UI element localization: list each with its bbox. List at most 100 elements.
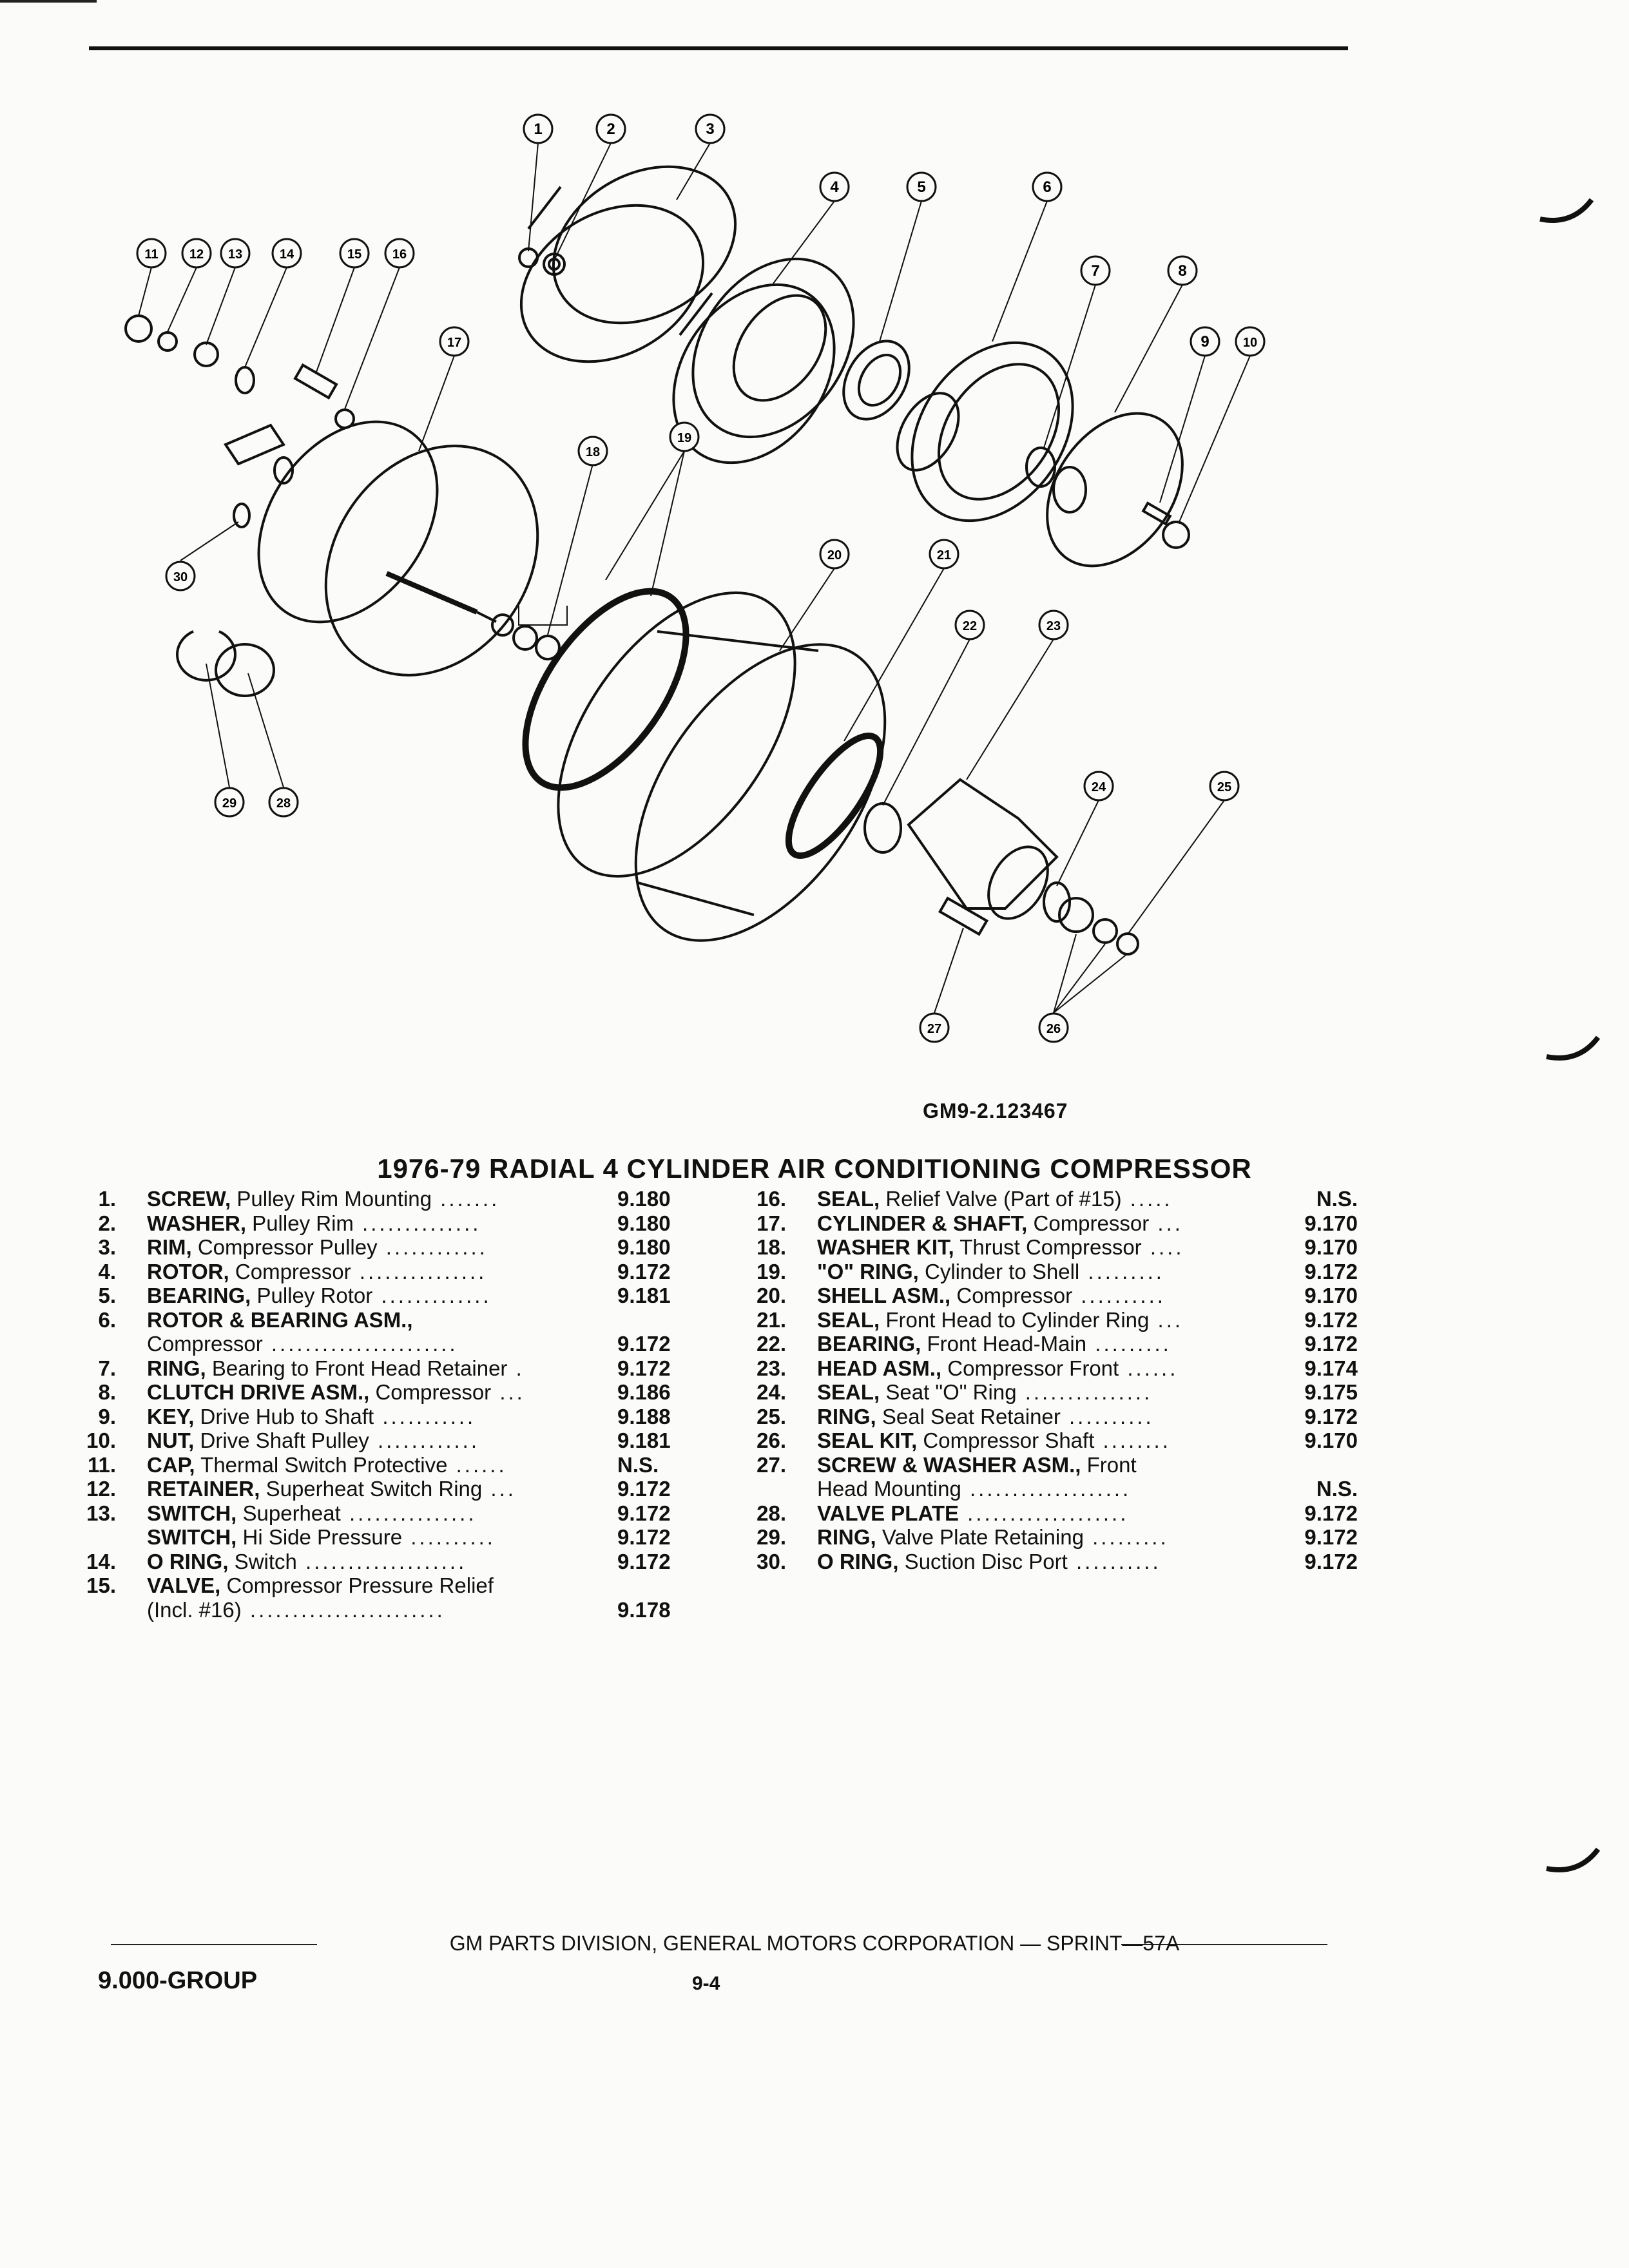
part-row: 20.SHELL ASM., Compressor ..........9.17… <box>715 1283 1360 1308</box>
group-number: 9.170 <box>1304 1428 1358 1452</box>
group-number: 9.178 <box>617 1597 671 1622</box>
callout-label: 2 <box>606 120 615 138</box>
part-description: O RING, Switch ................... <box>147 1550 611 1574</box>
part-name: WASHER, <box>147 1211 247 1235</box>
part-number: 23. <box>757 1356 786 1380</box>
part-row: 8.CLUTCH DRIVE ASM., Compressor ...9.186 <box>45 1380 689 1405</box>
leader-dots: ...................... <box>262 1332 458 1356</box>
callout-label: 30 <box>173 570 188 584</box>
part-name: SWITCH, <box>147 1501 237 1525</box>
callout-18: 18 <box>577 436 608 466</box>
part-number: 3. <box>98 1235 116 1259</box>
callout-label: 25 <box>1217 780 1231 794</box>
group-number: 9.186 <box>617 1380 671 1404</box>
callout-25: 25 <box>1209 771 1240 802</box>
callout-label: 29 <box>222 796 236 811</box>
part-number: 10. <box>86 1428 116 1452</box>
callout-5: 5 <box>906 171 937 202</box>
part-number: 1. <box>98 1187 116 1211</box>
leader-dots: ............. <box>372 1283 492 1307</box>
group-number: 9.181 <box>617 1283 671 1307</box>
callout-label: 26 <box>1046 1022 1061 1036</box>
footer-rule-left <box>111 1944 317 1945</box>
part-name: O RING, <box>817 1549 899 1573</box>
part-row: SWITCH, Hi Side Pressure ..........9.172 <box>45 1525 689 1550</box>
part-name: SEAL KIT, <box>817 1428 918 1452</box>
part-description: RING, Valve Plate Retaining ......... <box>817 1525 1281 1550</box>
part-description: SEAL KIT, Compressor Shaft ........ <box>817 1428 1281 1453</box>
part-number: 5. <box>98 1283 116 1307</box>
part-row: 3.RIM, Compressor Pulley ............9.1… <box>45 1235 689 1260</box>
part-row: 7.RING, Bearing to Front Head Retainer .… <box>45 1356 689 1381</box>
callout-4: 4 <box>819 171 850 202</box>
leader-dots: ................... <box>296 1549 467 1573</box>
part-detail: Cylinder to Shell <box>918 1259 1080 1283</box>
part-description: BEARING, Pulley Rotor ............. <box>147 1283 611 1308</box>
part-detail: Front Head-Main <box>921 1332 1087 1356</box>
parts-list-left: 1.SCREW, Pulley Rim Mounting .......9.18… <box>45 1187 689 1622</box>
part-number: 13. <box>86 1501 116 1525</box>
header-rule <box>89 46 1348 50</box>
leader-dots: ....... <box>431 1187 500 1211</box>
part-row: 16.SEAL, Relief Valve (Part of #15) ....… <box>715 1187 1360 1211</box>
leader-dots: ............... <box>340 1501 477 1525</box>
part-name: RETAINER, <box>147 1477 260 1501</box>
part-detail: Front Head to Cylinder Ring <box>880 1307 1150 1332</box>
part-detail: Compressor Shaft <box>917 1428 1095 1452</box>
callout-label: 13 <box>228 247 242 262</box>
leader-dots: ...... <box>1119 1356 1179 1380</box>
part-name: RING, <box>147 1356 206 1380</box>
parts-list-title: 1976-79 RADIAL 4 CYLINDER AIR CONDITIONI… <box>377 1153 1252 1184</box>
group-number: 9.180 <box>617 1235 671 1259</box>
callout-2: 2 <box>595 113 626 144</box>
part-name: BEARING, <box>817 1332 921 1356</box>
callout-14: 14 <box>271 238 302 269</box>
part-description: NUT, Drive Shaft Pulley ............ <box>147 1428 611 1453</box>
callout-label: 16 <box>392 247 407 262</box>
part-detail: Head Mounting <box>817 1477 961 1501</box>
part-name: CAP, <box>147 1452 195 1477</box>
part-number: 30. <box>757 1549 786 1573</box>
leader-dots: ............ <box>369 1428 479 1452</box>
part-row: 2.WASHER, Pulley Rim ..............9.180 <box>45 1211 689 1236</box>
callout-6: 6 <box>1032 171 1063 202</box>
group-number: 9.175 <box>1304 1380 1358 1404</box>
part-number: 18. <box>757 1235 786 1259</box>
part-detail: Thrust Compressor <box>954 1235 1142 1259</box>
callout-16: 16 <box>384 238 415 269</box>
part-detail: Compressor <box>369 1380 492 1404</box>
part-number: 19. <box>757 1259 786 1283</box>
group-number: 9.172 <box>617 1549 671 1573</box>
part-row: 15.VALVE, Compressor Pressure Relief <box>45 1573 689 1598</box>
leader-dots: ............ <box>377 1235 488 1259</box>
binder-mark <box>1546 1847 1601 1872</box>
group-number: 9.180 <box>617 1187 671 1211</box>
group-number: 9.172 <box>617 1356 671 1380</box>
part-row: 6.ROTOR & BEARING ASM., <box>45 1308 689 1332</box>
leader-dots: ........ <box>1094 1428 1171 1452</box>
part-detail: Drive Hub to Shaft <box>194 1404 374 1428</box>
callout-label: 11 <box>144 247 158 262</box>
callout-label: 20 <box>827 548 842 562</box>
callout-11: 11 <box>136 238 167 269</box>
callout-26: 26 <box>1038 1012 1069 1043</box>
rotor-part <box>672 257 855 465</box>
group-number: 9.188 <box>617 1404 671 1428</box>
part-description: SEAL, Relief Valve (Part of #15) ..... <box>817 1187 1281 1211</box>
part-number: 12. <box>86 1477 116 1501</box>
group-number: N.S. <box>617 1452 659 1477</box>
part-name: WASHER KIT, <box>817 1235 954 1259</box>
part-name: ROTOR, <box>147 1259 229 1283</box>
part-detail: (Incl. #16) <box>147 1597 242 1622</box>
callout-19: 19 <box>669 421 700 452</box>
part-detail: Pulley Rim Mounting <box>231 1187 432 1211</box>
callout-label: 18 <box>586 445 600 459</box>
group-number: 9.170 <box>1304 1283 1358 1307</box>
part-detail: Compressor <box>147 1332 263 1356</box>
part-number: 9. <box>98 1404 116 1428</box>
part-number: 22. <box>757 1332 786 1356</box>
part-row: 22.BEARING, Front Head-Main .........9.1… <box>715 1332 1360 1356</box>
leader-dots: ......... <box>1086 1332 1171 1356</box>
group-number: 9.172 <box>1304 1549 1358 1573</box>
part-detail: Compressor <box>1027 1211 1150 1235</box>
